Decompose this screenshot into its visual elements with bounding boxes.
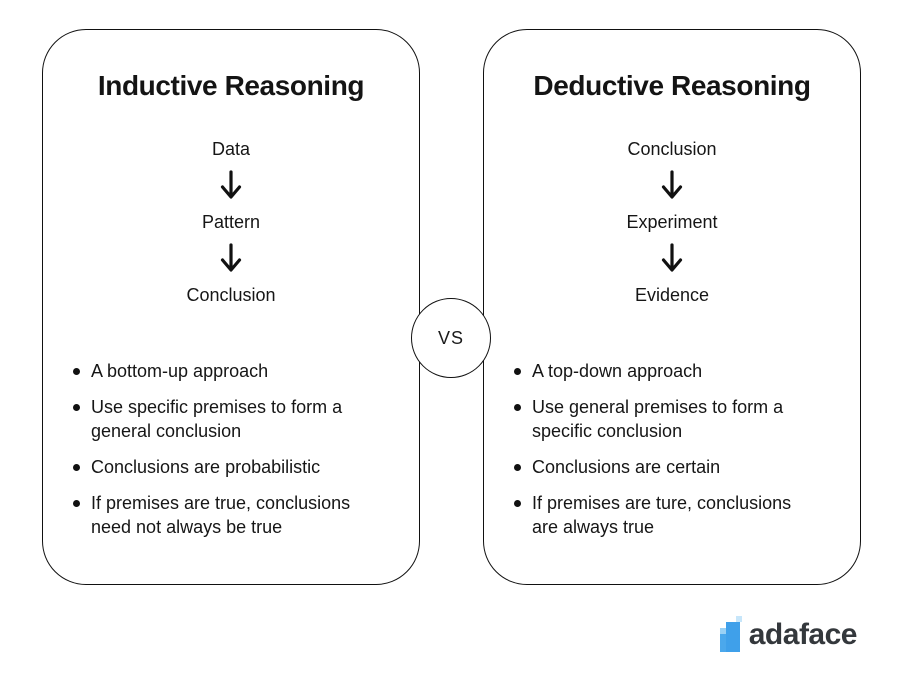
- logo-pixel: [719, 628, 726, 634]
- bullet-dot: [514, 464, 521, 471]
- bullet-item: Use specific premises to form a general …: [73, 395, 395, 443]
- bullet-text: Use specific premises to form a general …: [91, 397, 343, 441]
- flow-step-pattern: Pattern: [201, 212, 261, 232]
- bullet-text: If premises are true, conclusions need n…: [91, 493, 351, 537]
- bullet-item: Conclusions are certain: [514, 455, 836, 479]
- logo-pixel: [725, 622, 740, 652]
- bullet-dot: [73, 404, 80, 411]
- bullet-dot: [514, 404, 521, 411]
- bullet-text: Conclusions are probabilistic: [91, 457, 321, 477]
- down-arrow-icon: [661, 170, 683, 199]
- bullet-item: Conclusions are probabilistic: [73, 455, 395, 479]
- adaface-logo: adaface: [718, 616, 858, 652]
- down-arrow-icon: [661, 243, 683, 272]
- bullet-item: If premises are ture, conclusions are al…: [514, 491, 836, 539]
- bullet-text: A top-down approach: [532, 361, 703, 381]
- bullet-text: If premises are ture, conclusions are al…: [532, 493, 792, 537]
- down-arrow-icon: [220, 170, 242, 199]
- bullet-text: Conclusions are certain: [532, 457, 721, 477]
- bullet-item: If premises are true, conclusions need n…: [73, 491, 395, 539]
- deductive-flow-diagram: Conclusion Experiment Evidence: [484, 137, 860, 307]
- bullet-dot: [514, 500, 521, 507]
- flow-step-data: Data: [211, 139, 251, 159]
- logo-pixel: [719, 634, 726, 652]
- bullet-dot: [514, 368, 521, 375]
- bullet-item: A top-down approach: [514, 359, 836, 383]
- flow-step-conclusion: Conclusion: [627, 139, 717, 159]
- logo-pixel: [735, 616, 742, 622]
- inductive-bullet-list: A bottom-up approach Use specific premis…: [43, 359, 419, 539]
- pixel-bar-chart-icon: [718, 616, 744, 652]
- down-arrow-icon: [220, 243, 242, 272]
- flow-step-evidence: Evidence: [634, 285, 710, 305]
- bullet-dot: [73, 368, 80, 375]
- deductive-reasoning-card: Deductive Reasoning Conclusion Experimen…: [483, 29, 861, 585]
- logo-wordmark: adaface: [748, 618, 858, 651]
- bullet-item: A bottom-up approach: [73, 359, 395, 383]
- inductive-card-title: Inductive Reasoning: [97, 70, 365, 101]
- inductive-reasoning-card: Inductive Reasoning Data Pattern Conclus…: [42, 29, 420, 585]
- deductive-bullet-list: A top-down approach Use general premises…: [484, 359, 860, 539]
- bullet-text: Use general premises to form a specific …: [532, 397, 784, 441]
- inductive-flow-diagram: Data Pattern Conclusion: [43, 137, 419, 307]
- bullet-item: Use general premises to form a specific …: [514, 395, 836, 443]
- bullet-dot: [73, 500, 80, 507]
- deductive-card-title: Deductive Reasoning: [533, 70, 811, 101]
- bullet-dot: [73, 464, 80, 471]
- vs-label: VS: [437, 327, 464, 348]
- flow-step-conclusion: Conclusion: [186, 285, 276, 305]
- flow-step-experiment: Experiment: [626, 212, 718, 232]
- vs-badge: VS: [411, 298, 491, 378]
- bullet-text: A bottom-up approach: [91, 361, 269, 381]
